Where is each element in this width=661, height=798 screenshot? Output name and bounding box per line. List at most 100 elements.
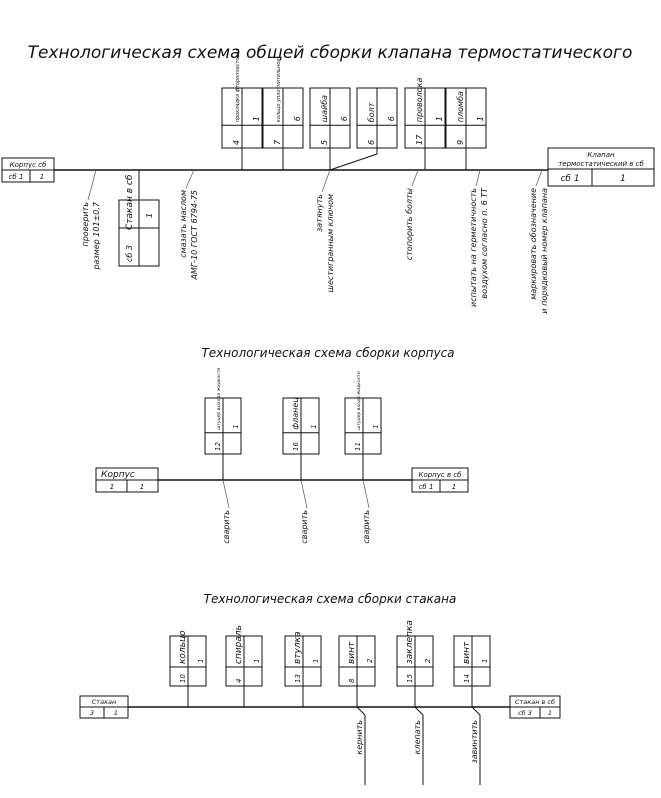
corpus-end-name: Корпус в сб	[418, 471, 462, 479]
general-start-box: Корпус сб сб 1 1	[1, 157, 55, 183]
general-op-text-3-0: стопорить болты	[405, 188, 414, 260]
general-part-name-1: кольцо уплотнительное	[276, 58, 282, 122]
corpus-part-1: фланец 16 1	[282, 397, 320, 480]
general-start-code: сб 1	[9, 173, 24, 181]
stakan-part-name-4: заклепка	[405, 620, 415, 664]
general-op-text-2-0: затянуть	[315, 194, 324, 232]
stakan-part-name-5: винт	[462, 641, 472, 664]
stakan-end-code: сб 3	[518, 709, 532, 717]
stakan-part-qty-0: 1	[197, 659, 205, 663]
corpus-title: Технологическая схема сборки корпуса	[201, 346, 454, 360]
general-part-2: шайба 5 6	[309, 87, 351, 149]
stakan-start-code: 3	[90, 709, 94, 717]
corpus-end-box: Корпус в сб сб 1 1	[411, 467, 469, 493]
general-start-name: Корпус сб	[10, 161, 47, 169]
general-part-3: болт 6 6	[356, 87, 398, 149]
general-part-qty-5: 1	[476, 116, 485, 121]
stakan-title: Технологическая схема сборки стакана	[204, 592, 457, 606]
general-part-name-3: болт	[367, 102, 376, 122]
corpus-start-box: Корпус 1 1	[95, 467, 159, 493]
general-part-pos-3: 6	[367, 140, 376, 145]
corpus-end-qty: 1	[452, 483, 456, 491]
general-scheme: Корпус сб сб 1 1 Клапан термостатический…	[1, 49, 655, 314]
general-op-text-4-1: воздухом согласно п. 6 ТТ	[480, 187, 489, 299]
general-part-pos-2: 5	[320, 140, 329, 145]
general-part-pos-0: 4	[232, 140, 241, 145]
general-op-text-5-1: и порядковый номер клапана	[540, 188, 549, 314]
stakan-start-box: Стакан 3 1	[79, 695, 129, 719]
corpus-part-pos-2: 11	[354, 442, 362, 451]
general-part-name-4: проволока	[415, 78, 424, 123]
general-op-text-0-1: размер 101±0,7	[92, 201, 101, 270]
general-op-3: стопорить болты	[405, 169, 419, 260]
general-part-name-2: шайба	[320, 95, 329, 122]
general-sub-qty: 1	[145, 213, 154, 218]
corpus-op-text-2-0: сварить	[362, 510, 371, 544]
general-op-text-4-0: испытать на герметичность	[469, 188, 478, 307]
stakan-part-qty-5: 1	[481, 659, 489, 663]
stakan-start-name: Стакан	[92, 698, 116, 706]
corpus-part-name-0: штуцер выхода жидкости	[217, 368, 222, 430]
corpus-part-qty-1: 1	[310, 424, 318, 428]
stakan-part-name-0: кольцо	[178, 630, 188, 664]
corpus-part-name-1: фланец	[291, 397, 300, 430]
stakan-part-pos-5: 14	[463, 674, 471, 683]
stakan-part-5: винт 14 1	[453, 635, 491, 707]
general-part-qty-0: 1	[252, 116, 261, 121]
stakan-end-box: Стакан в сб сб 3 1	[509, 695, 561, 719]
corpus-op-text-0-0: сварить	[222, 510, 231, 544]
stakan-end-qty: 1	[548, 709, 552, 717]
corpus-end-code: сб 1	[419, 483, 434, 491]
general-part-qty-2: 6	[340, 116, 349, 121]
stakan-start-qty: 1	[114, 709, 118, 717]
corpus-part-name-2: штуцер входа жидкости	[357, 371, 362, 430]
general-part-pos-4: 17	[415, 134, 424, 145]
corpus-parts: штуцер выхода жидкости 12 1 фланец 16 1 штуцер…	[204, 368, 382, 480]
stakan-part-pos-2: 13	[294, 674, 302, 683]
corpus-op-0: сварить	[222, 479, 231, 544]
general-part-qty-3: 6	[387, 116, 396, 121]
stakan-part-qty-1: 1	[253, 659, 261, 663]
stakan-op-text-2: завинтить	[470, 720, 479, 764]
general-part-name-5: пломба	[456, 91, 465, 122]
general-sub-code: сб 3	[125, 245, 134, 262]
stakan-end-name: Стакан в сб	[515, 698, 555, 706]
corpus-start-name: Корпус	[101, 470, 135, 480]
general-start-qty: 1	[40, 173, 44, 181]
stakan-op-2: завинтить	[470, 706, 481, 785]
general-shim-bolt-connector	[329, 148, 378, 171]
stakan-op-text-1: клепать	[413, 720, 422, 755]
stakan-part-qty-3: 2	[366, 658, 374, 663]
corpus-start-qty: 1	[140, 483, 144, 491]
general-op-text-0-0: проверить	[81, 202, 90, 247]
stakan-part-qty-4: 2	[424, 658, 432, 663]
general-op-text-1-0: смазать маслом	[179, 190, 188, 258]
general-end-name-2: термостатический в сб	[558, 160, 644, 168]
corpus-part-pos-0: 12	[214, 442, 222, 451]
corpus-op-text-1-0: сварить	[300, 510, 309, 544]
corpus-start-code: 1	[110, 483, 114, 491]
corpus-op-1: сварить	[300, 479, 309, 544]
stakan-op-1: клепать	[413, 706, 424, 785]
corpus-operations: сварить сварить сварить	[222, 479, 371, 544]
general-op-text-2-1: шестигранным ключом	[326, 194, 335, 292]
general-end-box: Клапан термостатический в сб сб 1 1	[547, 147, 655, 187]
general-op-text-5-0: маркировать обозначение	[529, 188, 538, 300]
corpus-part-pos-1: 16	[292, 442, 300, 451]
corpus-part-qty-2: 1	[372, 424, 380, 428]
general-sub-name: Стакан в сб	[125, 174, 135, 230]
